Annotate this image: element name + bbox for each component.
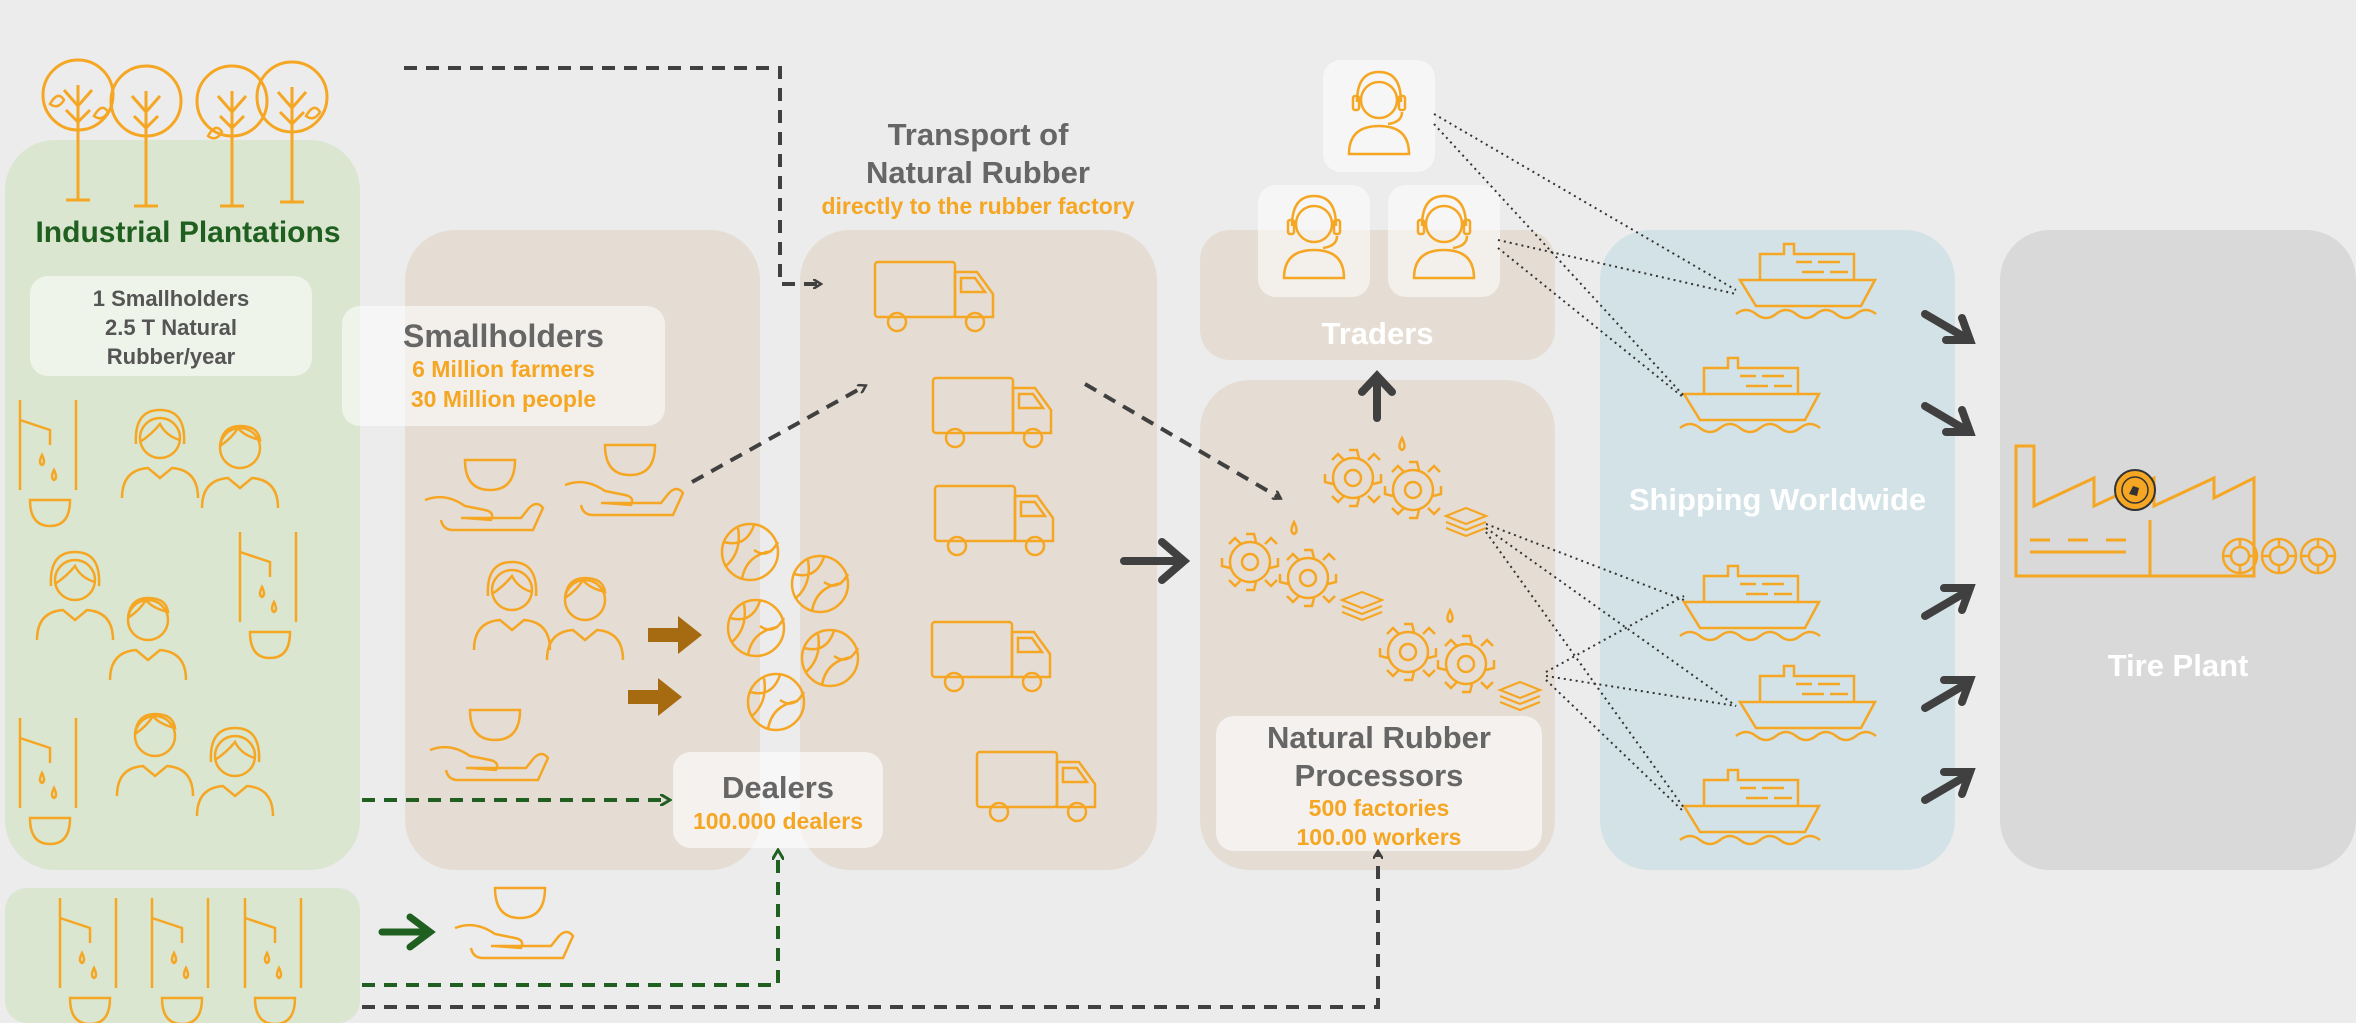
green-arrow bbox=[378, 913, 436, 951]
rubber-sheet-icon bbox=[1340, 506, 1542, 712]
plantation-stats-box bbox=[30, 276, 312, 376]
flow-arrow-solid bbox=[1120, 310, 1976, 804]
tire-plant-title: Tire Plant bbox=[2107, 648, 2249, 683]
processors-title-2: Processors bbox=[1294, 758, 1464, 793]
processors-title-1: Natural Rubber bbox=[1267, 720, 1491, 755]
trade-connection-line bbox=[1433, 113, 1737, 813]
smallholders-people: 30 Million people bbox=[410, 386, 597, 412]
trader-icon bbox=[1282, 70, 1476, 280]
processors-factories: 500 factories bbox=[1308, 795, 1450, 821]
dealers-title: Dealers bbox=[721, 770, 835, 805]
rubber-tap-icon bbox=[18, 398, 303, 1023]
ship-icon bbox=[1678, 242, 1878, 846]
factory-icon bbox=[2014, 444, 2256, 578]
plantations-stat-2: 2.5 T Natural bbox=[104, 315, 238, 340]
worker-icon bbox=[35, 408, 280, 818]
truck-icon bbox=[873, 260, 1097, 823]
rubber-ball-icon bbox=[720, 522, 860, 732]
flow-arrow-dashed bbox=[362, 66, 1378, 1009]
transport-title-1: Transport of bbox=[887, 117, 1069, 152]
transport-subtitle: directly to the rubber factory bbox=[821, 193, 1135, 219]
brown-arrow bbox=[628, 616, 702, 716]
processors-box bbox=[1216, 716, 1542, 851]
shipping-title: Shipping Worldwide bbox=[1628, 482, 1927, 517]
green-flow-arrow bbox=[362, 800, 778, 987]
gear-icon bbox=[1220, 435, 1496, 694]
smallholders-farmers: 6 Million farmers bbox=[412, 356, 595, 382]
plantations-title: Industrial Plantations bbox=[35, 216, 341, 249]
brand-logo-icon bbox=[2114, 469, 2156, 511]
plantations-stat-1: 1 Smallholders bbox=[92, 286, 250, 311]
smallholders-title: Smallholders bbox=[403, 318, 604, 354]
shipping-panel bbox=[1600, 230, 1955, 870]
transport-title-2: Natural Rubber bbox=[866, 155, 1090, 190]
traders-title: Traders bbox=[1321, 316, 1434, 351]
processors-workers: 100.00 workers bbox=[1296, 824, 1462, 850]
plantations-stat-3: Rubber/year bbox=[106, 344, 236, 369]
tire-icon bbox=[2221, 537, 2337, 575]
smallholders-box bbox=[342, 306, 665, 426]
dealers-box bbox=[673, 752, 883, 848]
tree-icon bbox=[41, 58, 329, 208]
dealers-count: 100.000 dealers bbox=[692, 808, 864, 834]
plantations-panel bbox=[5, 140, 360, 870]
tire-plant-panel bbox=[2000, 230, 2356, 870]
